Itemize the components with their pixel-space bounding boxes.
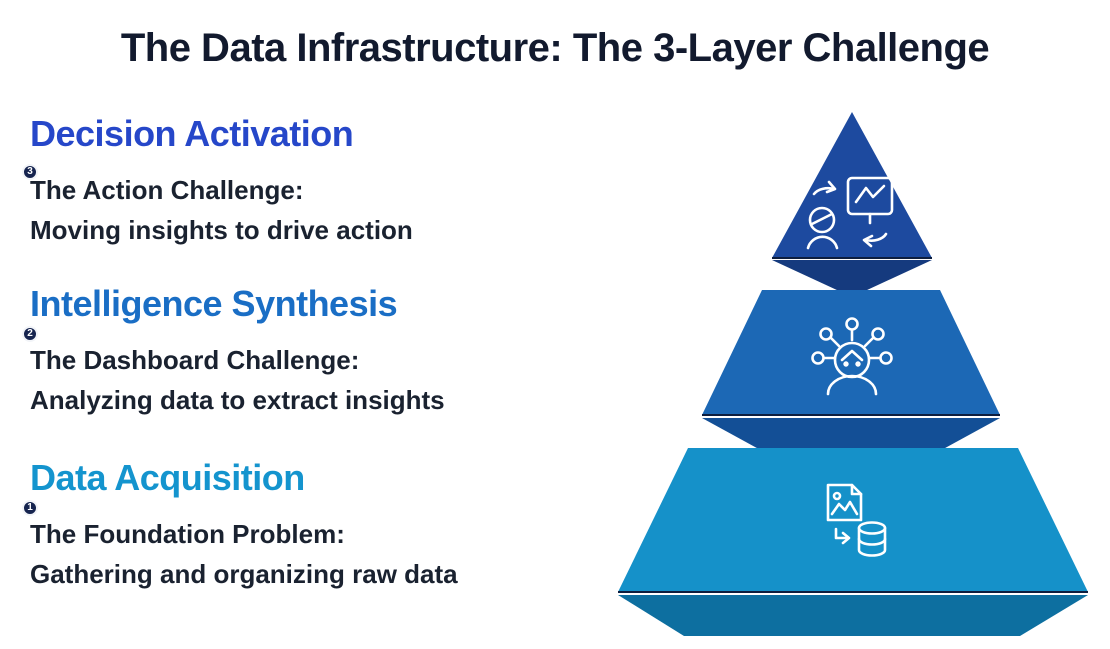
layer-number-badge: 3 <box>22 164 38 180</box>
section-heading-decision-activation: Decision Activation <box>30 113 354 154</box>
pyramid-middle-layer-edge <box>702 418 1000 453</box>
page-title: The Data Infrastructure: The 3-Layer Cha… <box>120 26 990 70</box>
pyramid-top-layer <box>772 112 932 258</box>
section-heading-data-acquisition: Data Acquisition <box>30 457 305 498</box>
section-data-acquisition: 1 Data Acquisition The Foundation Proble… <box>22 456 630 594</box>
image-to-database-icon <box>826 483 887 557</box>
section-challenge-label: The Dashboard Challenge: <box>30 345 360 375</box>
layer-number-badge: 2 <box>22 326 38 342</box>
section-description: Gathering and organizing raw data <box>30 559 458 589</box>
pyramid-bottom-layer-edge <box>618 595 1088 636</box>
section-challenge-label: The Foundation Problem: <box>30 519 345 549</box>
section-heading-intelligence-synthesis: Intelligence Synthesis <box>30 283 398 324</box>
layer-number-badge: 1 <box>22 500 38 516</box>
section-description: Analyzing data to extract insights <box>30 385 445 415</box>
person-chart-cycle-icon <box>806 176 894 250</box>
section-challenge-label: The Action Challenge: <box>30 175 304 205</box>
pyramid-top-layer-edge <box>772 260 932 297</box>
insight-head-icon <box>811 317 893 396</box>
section-description: Moving insights to drive action <box>30 215 413 245</box>
section-decision-activation: 3 Decision Activation The Action Challen… <box>22 112 630 250</box>
section-intelligence-synthesis: 2 Intelligence Synthesis The Dashboard C… <box>22 282 630 420</box>
